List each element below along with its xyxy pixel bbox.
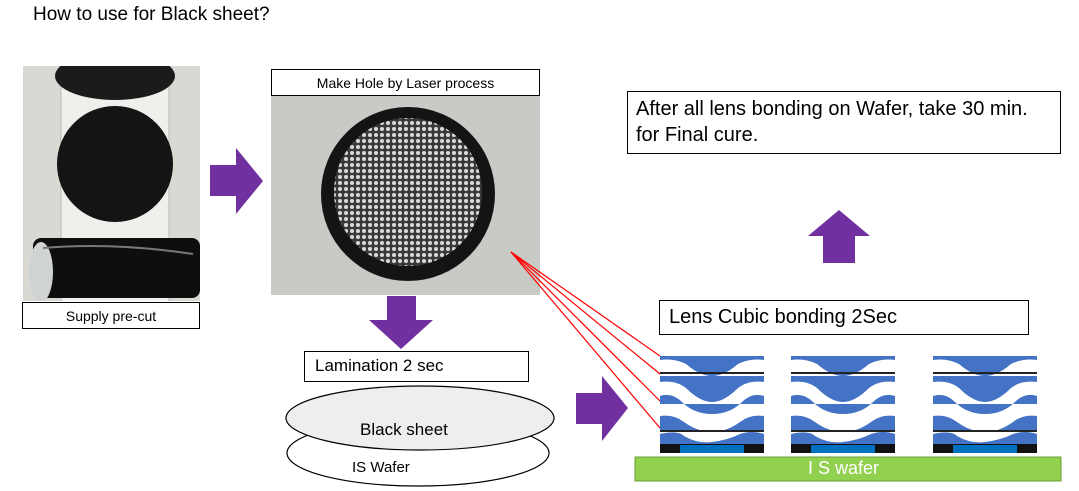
arrow-right-icon xyxy=(576,376,628,441)
is-wafer-label: IS Wafer xyxy=(352,459,410,476)
laser-label: Make Hole by Laser process xyxy=(271,69,540,96)
arrow-right-icon xyxy=(210,148,263,214)
final-cure-label: After all lens bonding on Wafer, take 30… xyxy=(627,91,1061,154)
lens-bonding-label: Lens Cubic bonding 2Sec xyxy=(659,300,1029,335)
black-sheet-label: Black sheet xyxy=(360,420,448,439)
lens-stack-2 xyxy=(791,356,895,453)
is-wafer-bar-label: I S wafer xyxy=(808,458,880,478)
arrow-down-icon xyxy=(369,296,433,349)
lamination-label: Lamination 2 sec xyxy=(304,351,529,382)
laser-wafer-photo xyxy=(271,96,540,295)
lens-stack-3 xyxy=(933,356,1037,453)
is-wafer-bar xyxy=(634,456,1062,482)
page-title: How to use for Black sheet? xyxy=(33,4,270,25)
supply-photo xyxy=(23,66,200,301)
black-sheet-ellipse xyxy=(285,385,555,451)
link-lines xyxy=(510,251,661,429)
supply-label: Supply pre-cut xyxy=(22,302,200,329)
lens-stack-1 xyxy=(660,356,764,453)
arrow-up-icon xyxy=(808,210,870,263)
